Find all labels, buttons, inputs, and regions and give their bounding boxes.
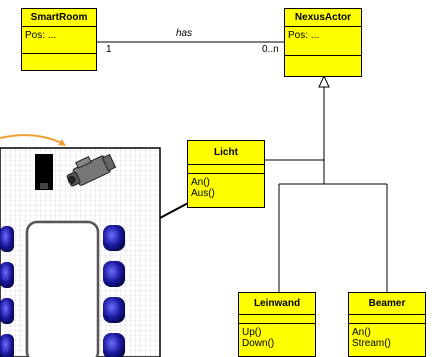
multiplicity-left: 1 [106, 44, 112, 55]
class-operations [285, 56, 361, 62]
chair-icon [0, 298, 14, 324]
speaker-icon [35, 154, 53, 190]
operation: Stream() [352, 338, 391, 349]
attribute: Pos: ... [288, 30, 320, 41]
orange-arrow [0, 134, 65, 145]
operation: Aus() [191, 188, 215, 199]
room-door [159, 201, 191, 219]
chair-icon [103, 225, 125, 251]
multiplicity-right: 0..n [262, 44, 279, 55]
class-name: Beamer [349, 293, 425, 315]
operation: Down() [242, 338, 275, 349]
class-leinwand: Leinwand Up() Down() [238, 292, 316, 357]
class-operations [22, 54, 96, 60]
class-beamer: Beamer An() Stream() [348, 292, 426, 357]
chairs-left [0, 226, 14, 357]
class-licht: Licht An() Aus() [187, 140, 265, 208]
class-operations: An() Aus() [188, 174, 264, 202]
class-nexusactor: NexusActor Pos: ... [284, 8, 362, 77]
class-name: SmartRoom [22, 9, 96, 27]
association-label: has [176, 28, 193, 39]
operation: An() [191, 177, 210, 188]
chairs-right [103, 225, 125, 357]
camera-icon [66, 153, 117, 187]
class-attributes [188, 165, 264, 174]
chair-icon [103, 333, 125, 357]
class-attributes: Pos: ... [22, 27, 96, 54]
class-name: Licht [188, 141, 264, 165]
inheritance-tree [241, 86, 388, 292]
class-operations: An() Stream() [349, 324, 425, 352]
class-operations: Up() Down() [239, 324, 315, 352]
conference-table [25, 220, 100, 357]
orange-arrowhead [58, 139, 66, 146]
chair-icon [103, 261, 125, 287]
class-name: NexusActor [285, 9, 361, 27]
chair-icon [103, 297, 125, 323]
chair-icon [0, 334, 14, 357]
attribute: Pos: ... [25, 30, 57, 41]
class-attributes [239, 315, 315, 324]
class-smartroom: SmartRoom Pos: ... [21, 8, 97, 71]
class-name: Leinwand [239, 293, 315, 315]
class-attributes: Pos: ... [285, 27, 361, 56]
inheritance-arrowhead [318, 74, 330, 88]
operation: An() [352, 327, 371, 338]
class-attributes [349, 315, 425, 324]
chair-icon [0, 262, 14, 288]
operation: Up() [242, 327, 262, 338]
chair-icon [0, 226, 14, 252]
